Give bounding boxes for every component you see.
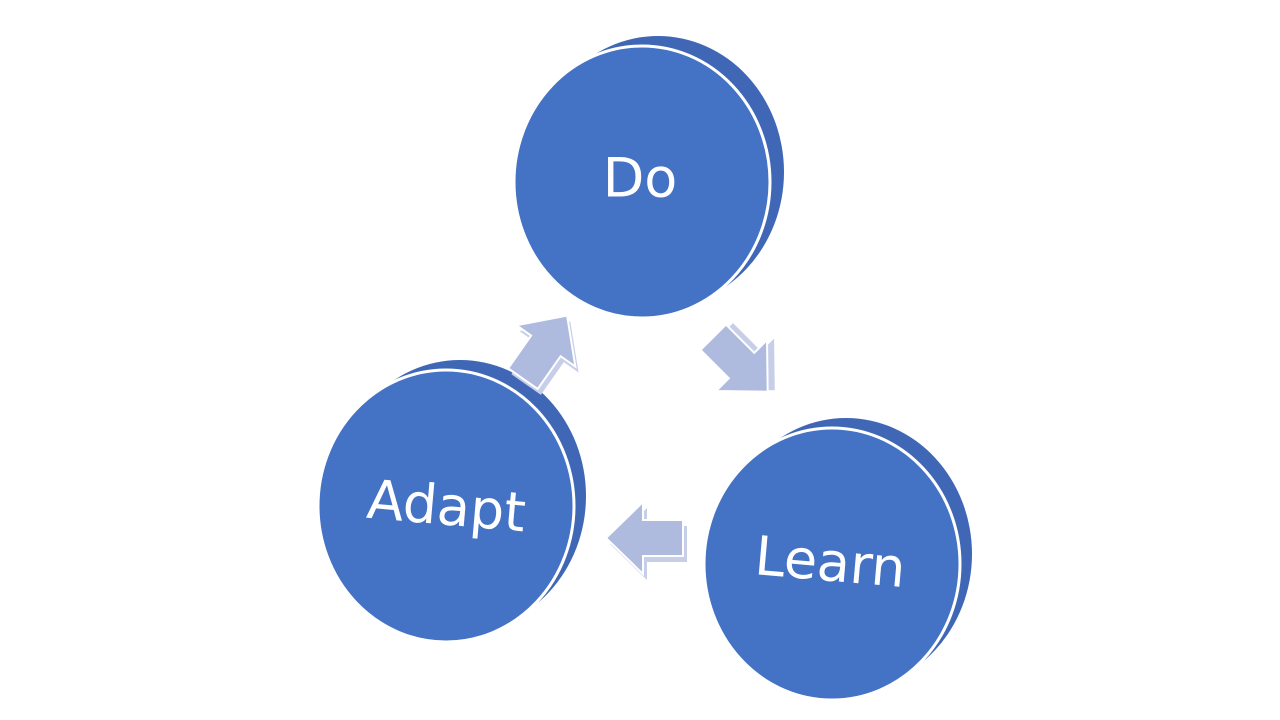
node-do-face <box>512 44 772 320</box>
node-adapt: Adapt <box>316 360 586 644</box>
node-learn-label: Learn <box>752 524 908 600</box>
node-adapt-label: Adapt <box>364 468 528 545</box>
node-do: Do <box>512 36 784 320</box>
arrow-learn-to-adapt <box>605 501 687 580</box>
node-do-label: Do <box>603 147 678 210</box>
node-learn-face <box>702 426 962 702</box>
node-learn: Learn <box>702 418 972 702</box>
arrow-do-to-learn <box>686 310 801 419</box>
node-adapt-face <box>316 368 576 644</box>
